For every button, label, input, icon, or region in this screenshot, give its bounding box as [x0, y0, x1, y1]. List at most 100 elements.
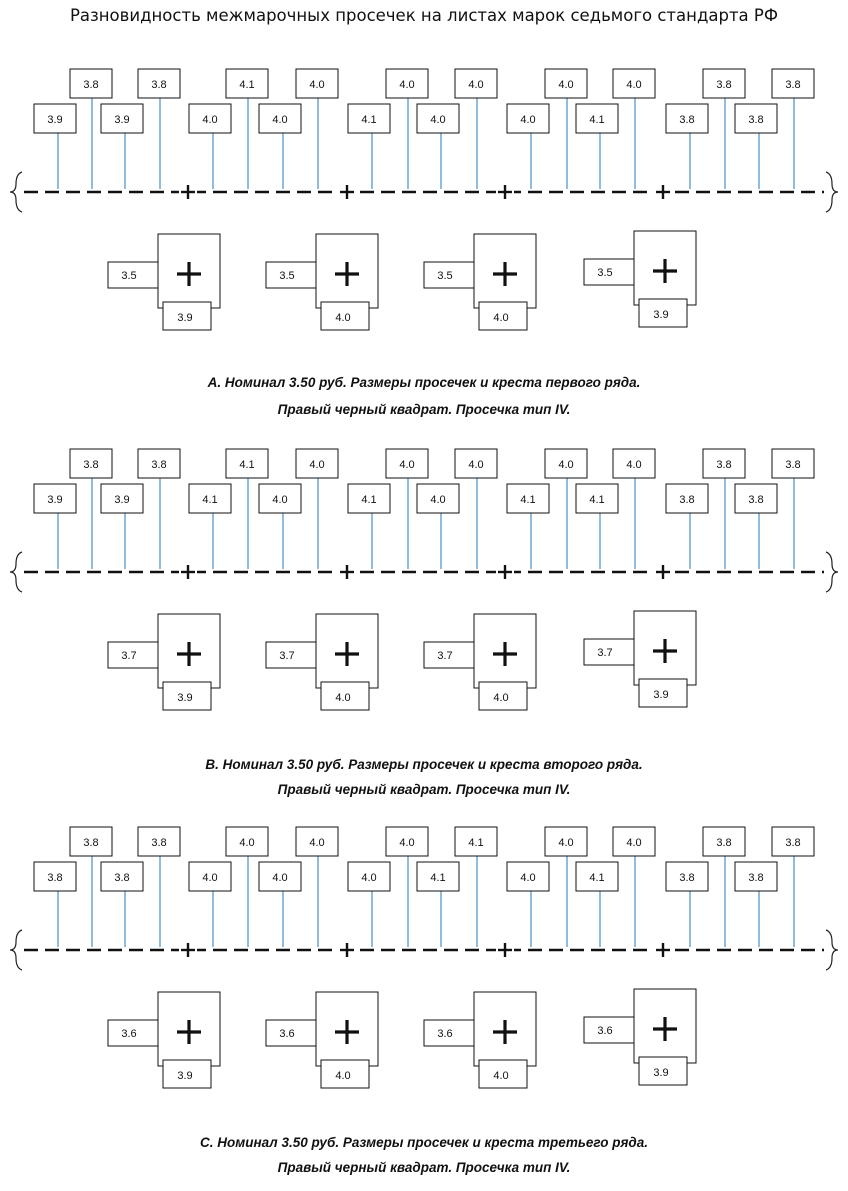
cross-bottom-label: 4.0 [335, 692, 350, 704]
perforation-size-label: 4.0 [626, 79, 641, 91]
cross-left-box [583, 258, 635, 286]
perforation-size-label: 4.0 [399, 79, 414, 91]
measurement-box [702, 448, 746, 479]
cross-square [473, 613, 537, 689]
perforation-size-label: 4.0 [626, 837, 641, 849]
measurement-box [665, 483, 709, 514]
measurement-box [33, 483, 77, 514]
cross-bottom-box [320, 681, 370, 711]
perforation-size-label: 4.1 [202, 494, 217, 506]
measurement-box [33, 103, 77, 134]
cross-left-box [265, 1019, 317, 1047]
cross-square [633, 230, 697, 306]
measurement-box [544, 68, 588, 99]
perforation-size-label: 4.0 [309, 459, 324, 471]
perforation-size-label: 3.8 [83, 79, 98, 91]
measurement-box [347, 861, 391, 892]
perforation-size-label: 3.8 [716, 79, 731, 91]
left-brace [9, 551, 23, 593]
cross-square [157, 991, 221, 1067]
measurement-box [385, 448, 429, 479]
line-cross-mark [496, 563, 514, 581]
cross-left-label: 3.6 [279, 1028, 294, 1040]
perforation-size-label: 3.8 [114, 872, 129, 884]
perforation-size-label: 3.9 [47, 494, 62, 506]
left-brace [9, 171, 23, 213]
perforation-diagram-b: 3.93.83.93.84.14.14.04.04.14.04.04.04.14… [9, 448, 839, 711]
cross-bottom-label: 3.9 [653, 1067, 668, 1079]
caption-a-line1: А. Номинал 3.50 руб. Размеры просечек и … [207, 375, 641, 390]
cross-left-box [423, 641, 475, 669]
perforation-size-label: 4.0 [430, 494, 445, 506]
line-cross-mark [654, 941, 672, 959]
cross-bottom-box [638, 1056, 688, 1086]
perforation-size-label: 4.0 [626, 459, 641, 471]
cross-left-box [107, 261, 159, 289]
cross-square [633, 988, 697, 1064]
line-cross-mark [179, 183, 197, 201]
perforation-size-label: 3.8 [679, 872, 694, 884]
measurement-box [225, 68, 269, 99]
line-cross-mark [496, 941, 514, 959]
perforation-size-label: 4.0 [361, 872, 376, 884]
perforation-size-label: 3.8 [151, 459, 166, 471]
perforation-size-label: 3.8 [151, 79, 166, 91]
measurement-box [771, 826, 815, 857]
line-cross-mark [179, 941, 197, 959]
perforation-size-label: 4.1 [468, 837, 483, 849]
cross-square [633, 610, 697, 686]
cross-left-label: 3.5 [437, 270, 452, 282]
measurement-box [575, 103, 619, 134]
perforation-size-label: 4.0 [239, 837, 254, 849]
perforation-size-label: 4.0 [520, 114, 535, 126]
cross-square [315, 233, 379, 309]
measurement-box [734, 483, 778, 514]
measurement-box [137, 448, 181, 479]
perforation-size-label: 3.8 [83, 459, 98, 471]
caption-a-line2: Правый черный квадрат. Просечка тип IV. [277, 402, 571, 417]
measurement-box [225, 826, 269, 857]
measurement-box [137, 68, 181, 99]
cross-bottom-box [478, 301, 528, 331]
cross-left-box [583, 1016, 635, 1044]
right-brace [825, 171, 839, 213]
perforation-size-label: 4.0 [272, 872, 287, 884]
cross-left-box [423, 1019, 475, 1047]
measurement-box [188, 103, 232, 134]
perforation-size-label: 4.0 [399, 837, 414, 849]
cross-bottom-box [162, 681, 212, 711]
measurement-box [100, 103, 144, 134]
line-cross-mark [338, 941, 356, 959]
caption-b-line1: В. Номинал 3.50 руб. Размеры просечек и … [205, 757, 643, 772]
cross-left-label: 3.6 [121, 1028, 136, 1040]
line-cross-mark [496, 183, 514, 201]
perforation-size-label: 4.0 [202, 114, 217, 126]
measurement-box [258, 861, 302, 892]
perforation-size-label: 4.1 [589, 114, 604, 126]
cross-square [473, 233, 537, 309]
cross-left-label: 3.7 [279, 650, 294, 662]
right-brace [825, 551, 839, 593]
perforation-size-label: 3.8 [679, 494, 694, 506]
page-title: Разновидность межмарочных просечек на ли… [69, 6, 779, 25]
perforation-size-label: 4.0 [468, 459, 483, 471]
perforation-size-label: 4.1 [430, 872, 445, 884]
perforation-size-label: 4.0 [558, 79, 573, 91]
measurement-box [771, 68, 815, 99]
cross-bottom-label: 3.9 [177, 312, 192, 324]
cross-left-label: 3.5 [279, 270, 294, 282]
cross-bottom-box [478, 681, 528, 711]
measurement-box [188, 861, 232, 892]
perforation-size-label: 3.8 [716, 837, 731, 849]
measurement-box [454, 448, 498, 479]
measurement-box [612, 448, 656, 479]
measurement-box [295, 68, 339, 99]
line-cross-mark [338, 563, 356, 581]
measurement-box [137, 826, 181, 857]
cross-bottom-box [162, 1059, 212, 1089]
perforation-size-label: 4.0 [558, 459, 573, 471]
cross-bottom-label: 4.0 [493, 692, 508, 704]
measurement-box [347, 483, 391, 514]
